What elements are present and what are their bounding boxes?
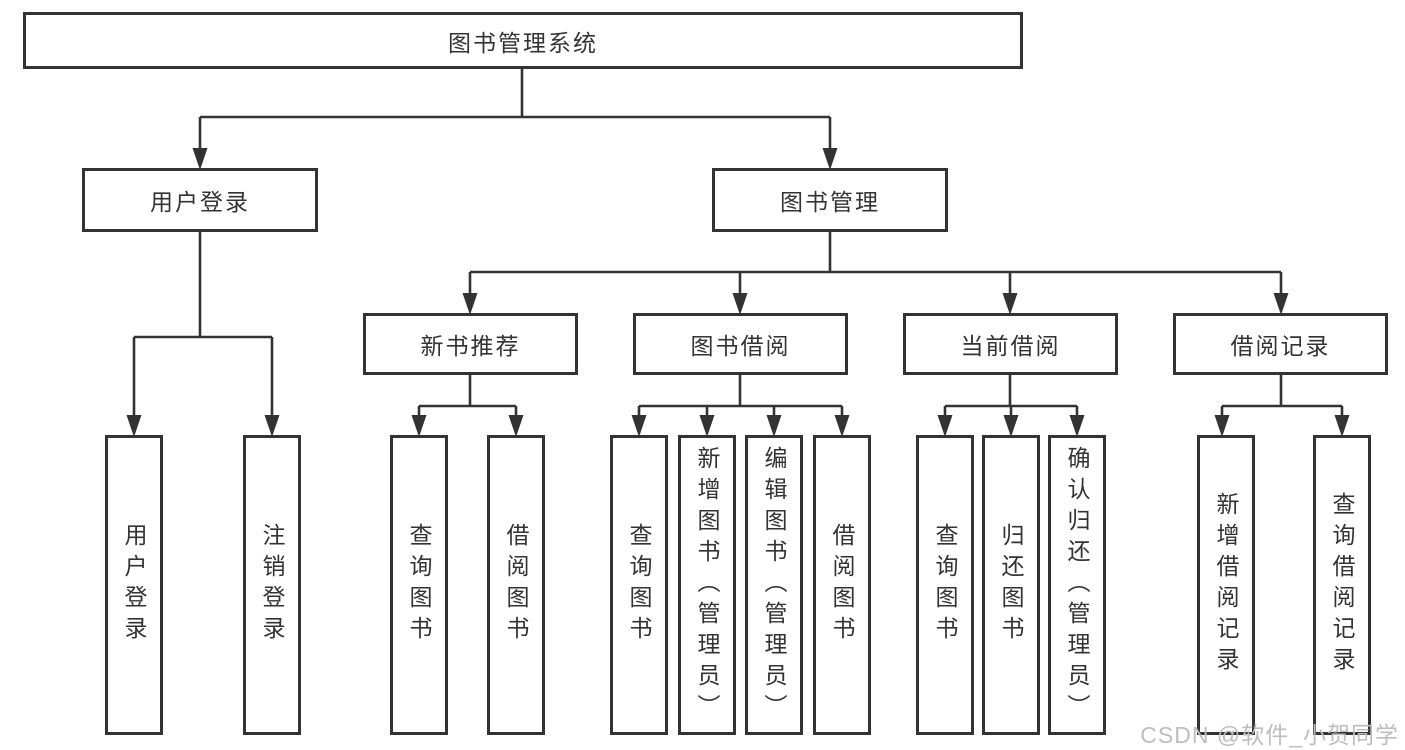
arrowheads [126,148,1350,437]
leaf-bb-query-books: 查询图书 [610,435,668,735]
leaf-cb-query-books: 查询图书 [916,435,974,735]
leaf-cb-confirm-return-admin: 确认归还（管理员） [1048,435,1106,735]
leaf-bb-add-books-admin: 新增图书（管理员） [678,435,736,735]
leaf-rec-query-books: 查询图书 [390,435,448,735]
leaf-logout: 注销登录 [243,435,301,735]
node-current-borrowing: 当前借阅 [903,313,1118,375]
node-new-book-recommendation: 新书推荐 [363,313,578,375]
leaf-user-login: 用户登录 [105,435,163,735]
node-book-management: 图书管理 [712,168,948,232]
leaf-rec-borrow-books: 借阅图书 [487,435,545,735]
node-borrow-records: 借阅记录 [1173,313,1388,375]
node-book-borrowing: 图书借阅 [633,313,848,375]
node-root-system: 图书管理系统 [23,12,1023,69]
leaf-bb-edit-books-admin: 编辑图书（管理员） [745,435,803,735]
node-user-login-group: 用户登录 [82,168,318,232]
leaf-cb-return-books: 归还图书 [982,435,1040,735]
leaf-bb-borrow-books: 借阅图书 [813,435,871,735]
leaf-br-query-record: 查询借阅记录 [1313,435,1371,735]
csdn-watermark: CSDN @软件_小贺同学 [1140,722,1399,748]
leaf-br-add-record: 新增借阅记录 [1197,435,1255,735]
